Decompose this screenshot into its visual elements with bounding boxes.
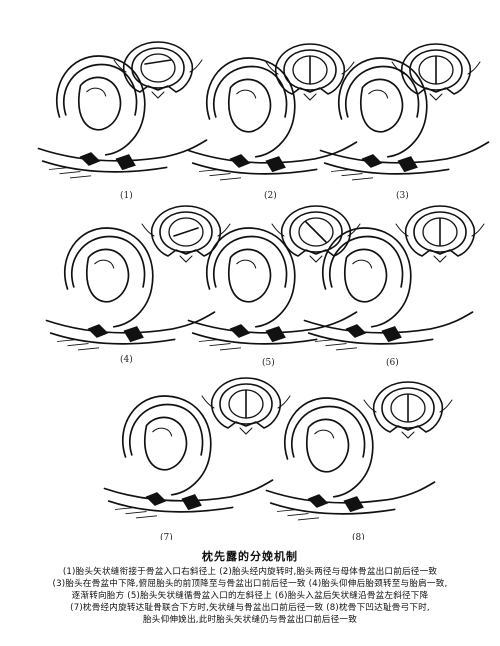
caption-title: 枕先露的分娩机制 [202,550,298,563]
panel-3: (3) [319,43,490,201]
labor-mechanism-figure: (1) (2) (3) (4) (5) (6) (7) [37,41,490,540]
panel-6: (6) [303,205,485,368]
caption-line: (7)枕骨经内旋转达耻骨联合下方时,矢状缝与骨盆出口前后径一致 (8)枕骨下凹达… [70,603,430,613]
panel-2: (2) [187,43,358,201]
panel-label: (5) [262,357,275,368]
caption-line: 胎头仰伸娩出,此时胎头矢状缝仍与骨盆出口前后径一致 [143,615,357,625]
panel-label: (3) [396,190,409,201]
caption-line: (1)胎头矢状缝衔接于骨盆入口右斜径上 (2)胎头经内旋转时,胎头两径与母体骨盆… [62,567,438,577]
panel-label: (4) [120,354,133,365]
panel-label: (2) [264,190,277,201]
panel-label: (8) [352,532,365,540]
panel-5: (5) [187,205,361,368]
panel-4: (4) [45,205,231,365]
caption-line: 逐渐转向胎方 (5)胎头矢状缝循骨盆入口的左斜径上 (6)胎头入盆后矢状缝沿骨盆… [71,591,429,601]
panel-7: (7) [103,377,291,540]
panel-label: (1) [120,190,133,201]
panel-label: (7) [160,532,173,540]
panel-8: (8) [265,381,453,540]
panel-1: (1) [37,41,208,201]
panel-label: (6) [386,357,399,368]
caption-line: (3)胎头在骨盆中下降,俯屈胎头的前顶降至与骨盆出口前后径一致 (4)胎头仰伸后… [52,579,448,589]
